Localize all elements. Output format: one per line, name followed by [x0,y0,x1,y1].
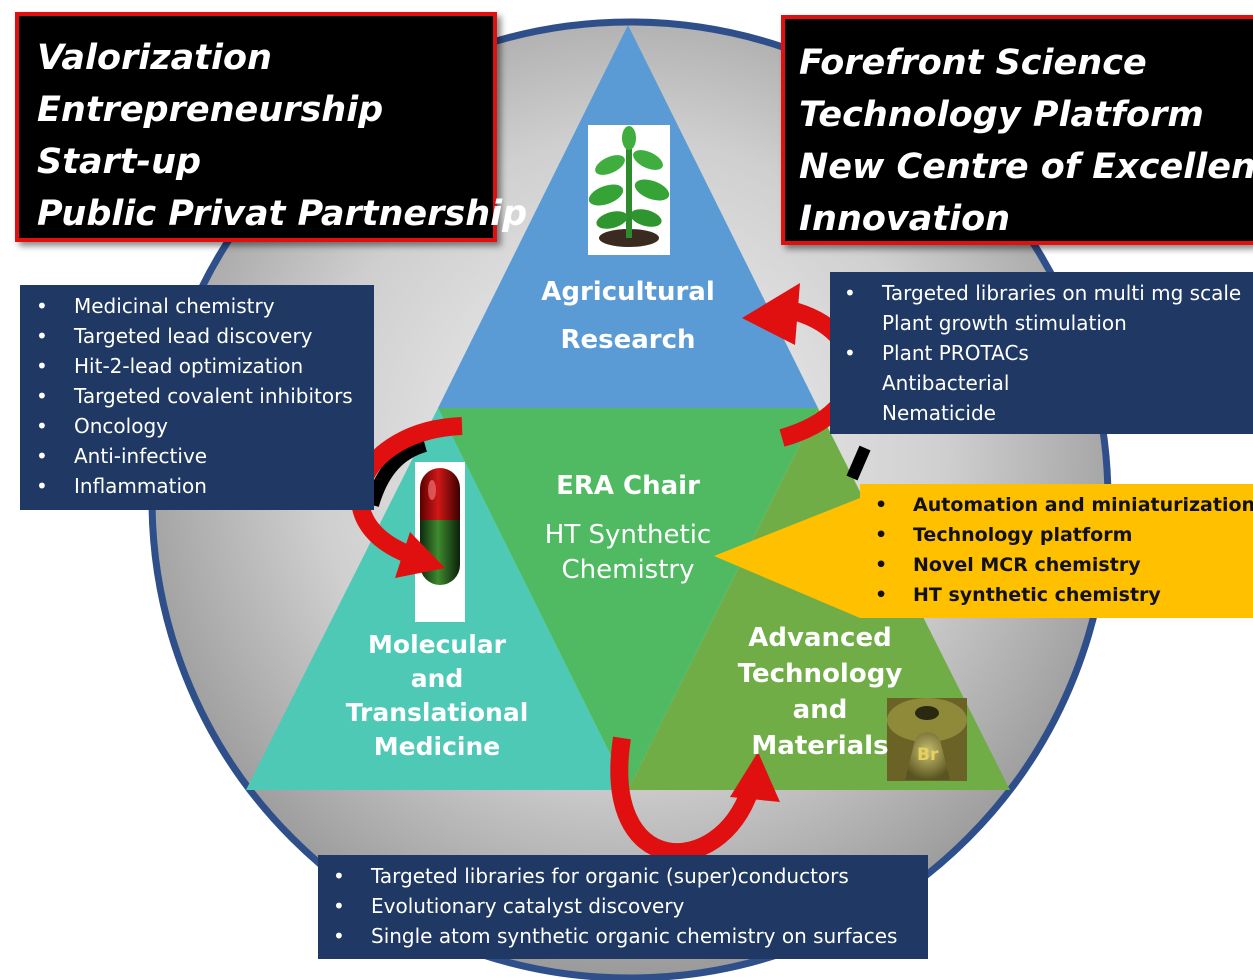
list-item: Plant growth stimulation [882,311,1127,335]
list-item: Nematicide [882,401,996,425]
tech-label-line: Advanced [748,623,892,653]
bullet-icon: • [333,864,345,888]
list-item: •Technology platform [875,520,1253,550]
agri-triangle-label: Agricultural Research [528,268,728,364]
agri-label-line: Research [560,325,696,355]
center-label-line: Chemistry [561,555,695,585]
era-chair-callout: •Automation and miniaturization •Technol… [860,484,1253,618]
center-triangle-subtitle: HT Synthetic Chemistry [518,518,738,588]
list-item: •Hit-2-lead optimization [36,351,374,381]
right-header-line: Innovation [799,199,1011,239]
bullet-icon: • [36,414,48,438]
list-item: •Inflammation [36,471,374,501]
medicine-label-line: Translational [345,698,529,727]
left-header-line: Valorization [37,38,272,78]
plant-icon [588,126,670,247]
list-item: •HT synthetic chemistry [875,580,1253,610]
center-triangle-shape [438,408,818,790]
tech-label-line: and [792,695,848,725]
right-header-line: Forefront Science [799,43,1147,83]
right-header-line: Technology Platform [799,95,1204,135]
tech-label-line: Materials [751,731,889,761]
agri-label-line: Agricultural [541,277,715,307]
tech-topics-box: •Targeted libraries for organic (super)c… [318,855,928,959]
bullet-icon: • [333,894,345,918]
bullet-icon: • [875,584,888,606]
medicine-triangle-label: Molecular and Translational Medicine [337,628,537,764]
tech-triangle-label: Advanced Technology and Materials [720,620,920,764]
black-arc-right [846,445,871,481]
list-item: •Targeted covalent inhibitors [36,381,374,411]
list-item: •Single atom synthetic organic chemistry… [333,921,928,951]
agri-topics-box: •Targeted libraries on multi mg scale Pl… [830,272,1253,434]
right-header-box: Forefront Science Technology Platform Ne… [781,15,1253,245]
bullet-icon: • [844,281,856,305]
medicine-label-line: Medicine [373,732,501,761]
list-item: •Targeted lead discovery [36,321,374,351]
right-header-line: New Centre of Excellence [799,147,1253,187]
br-symbol-label: Br [917,745,939,765]
list-item: •Oncology [36,411,374,441]
arrow-left-head [395,532,445,578]
bullet-icon: • [875,554,888,576]
list-item: •Anti-infective [36,441,374,471]
tech-label-line: Technology [737,659,903,689]
bullet-icon: • [36,384,48,408]
era-chair-title: ERA Chair [556,471,700,501]
arrow-agri-head [742,283,800,345]
list-item: •Medicinal chemistry [36,291,374,321]
bullet-icon: • [36,354,48,378]
medicine-label-line: and [410,664,464,693]
black-arc-left [365,438,428,508]
callout-pointer [714,498,860,618]
bullet-icon: • [36,444,48,468]
center-label-line: HT Synthetic [544,520,712,550]
bullet-icon: • [875,524,888,546]
list-item: •Evolutionary catalyst discovery [333,891,928,921]
arrow-bottom-curve [610,736,759,861]
bullet-icon: • [875,494,888,516]
left-header-box: Valorization Entrepreneurship Start-up P… [15,12,528,242]
bullet-icon: • [36,294,48,318]
bullet-icon: • [36,324,48,348]
list-item: •Targeted libraries for organic (super)c… [333,861,928,891]
bullet-icon: • [36,474,48,498]
list-item: Antibacterial [882,371,1010,395]
list-item: •Novel MCR chemistry [875,550,1253,580]
bullet-icon: • [844,341,856,365]
list-item: •Automation and miniaturization [875,490,1253,520]
center-triangle-title: ERA Chair [528,468,728,504]
left-header-line: Start-up [37,142,202,182]
left-header-line: Entrepreneurship [37,90,384,130]
list-item: •Targeted libraries on multi mg scale [844,278,1253,308]
bullet-icon: • [333,924,345,948]
list-item: •Plant PROTACs [844,338,1253,368]
medicine-label-line: Molecular [368,630,506,659]
medicine-topics-box: •Medicinal chemistry •Targeted lead disc… [20,285,374,510]
br-atom-image [887,698,967,781]
left-header-line: Public Privat Partnership [37,194,528,234]
arrow-bottom-head [730,752,780,802]
